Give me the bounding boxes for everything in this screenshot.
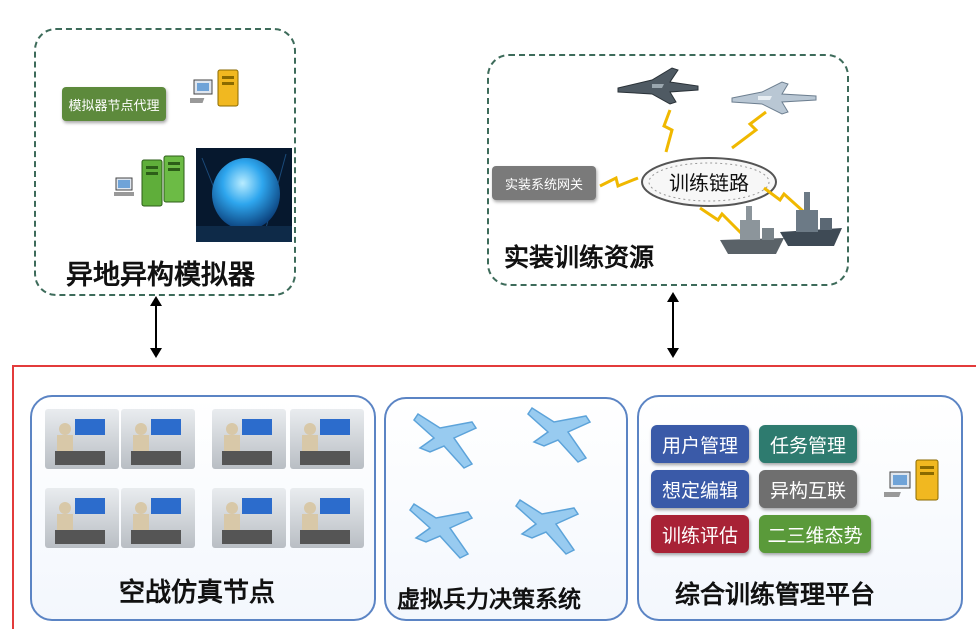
task-management-button[interactable]: 任务管理 [759,425,857,463]
cockpit-simulator-image [212,409,286,469]
virtual-forces-panel [384,397,628,621]
user-management-button[interactable]: 用户管理 [651,425,749,463]
lightning-icon [763,186,806,214]
computer-icon [884,459,939,501]
computer-icon [190,69,239,107]
cockpit-simulator-image [121,409,195,469]
training-evaluation-button[interactable]: 训练评估 [651,515,749,553]
cockpit-simulator-image [121,488,195,548]
bidirectional-arrow-icon [667,292,679,358]
situation-2d3d-button[interactable]: 二三维态势 [759,515,871,553]
cockpit-simulator-image [290,488,364,548]
training-management-title: 综合训练管理平台 [675,580,876,609]
training-link-label: 训练链路 [669,171,749,195]
virtual-aircraft-icon [527,406,592,463]
scenario-editing-button[interactable]: 想定编辑 [651,470,749,508]
cockpit-simulator-image [212,488,286,548]
virtual-aircraft-icon [413,412,478,469]
cockpit-simulator-image [45,488,119,548]
air-combat-node-title: 空战仿真节点 [119,578,276,608]
lightning-icon [662,109,674,153]
virtual-aircraft-icon [409,502,474,559]
server-rack-icon [114,155,185,207]
fighter-jet-icon [731,81,817,115]
warship-icon [780,192,842,246]
fighter-jet-icon [617,67,699,105]
core-system-frame [12,365,976,629]
heterogeneous-interconnect-button[interactable]: 异构互联 [759,470,857,508]
remote-simulators-title: 异地异构模拟器 [66,260,255,291]
virtual-aircraft-icon [515,498,580,555]
dome-simulator-image [196,148,292,242]
warship-icon [720,206,784,254]
training-link-ring [641,157,777,207]
cockpit-simulator-image [45,409,119,469]
live-system-gateway-label: 实装系统网关 [492,166,596,200]
lightning-icon [599,175,639,189]
lightning-icon [699,206,744,236]
lightning-icon [731,110,767,150]
live-training-resources-title: 实装训练资源 [504,243,655,272]
virtual-forces-title: 虚拟兵力决策系统 [397,587,581,613]
cockpit-simulator-image [290,409,364,469]
simulator-node-agent-label: 模拟器节点代理 [62,87,166,121]
bidirectional-arrow-icon [150,296,162,358]
